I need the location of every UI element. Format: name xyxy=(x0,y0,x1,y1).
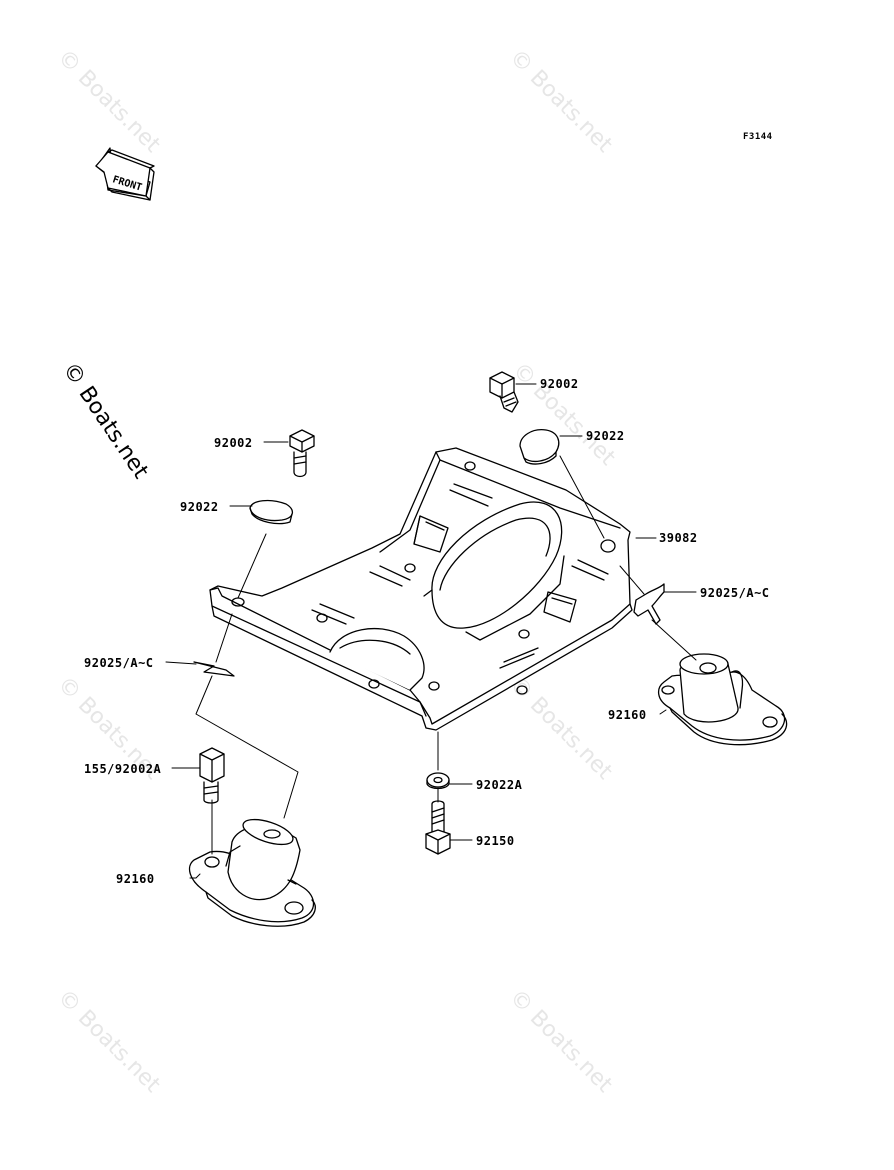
label-clip-right: 92025/A~C xyxy=(700,586,770,600)
front-arrow-icon xyxy=(95,147,155,201)
label-washer-left: 92022 xyxy=(180,500,219,514)
label-bolt-lower-left: 155/92002A xyxy=(84,762,162,776)
clip-right xyxy=(633,583,665,625)
label-mount-right: 92160 xyxy=(608,708,647,722)
bolt-left xyxy=(289,429,315,478)
rubber-mount-right xyxy=(658,653,788,746)
washer-left xyxy=(249,499,293,525)
clip-left xyxy=(193,661,235,677)
label-bolt-left: 92002 xyxy=(214,436,253,450)
washer-top-right xyxy=(519,429,560,465)
label-frame: 39082 xyxy=(659,531,698,545)
assembly-lines xyxy=(195,455,697,855)
figure-id: F3144 xyxy=(743,132,773,142)
label-washer-bottom: 92022A xyxy=(476,778,523,792)
bolt-bottom xyxy=(425,800,451,855)
engine-mount-frame xyxy=(209,447,633,731)
washer-bottom xyxy=(426,772,450,790)
bolt-lower-left xyxy=(199,747,225,804)
label-washer-top-right: 92022 xyxy=(586,429,625,443)
bolt-top-right xyxy=(489,371,519,413)
label-bolt-top-right: 92002 xyxy=(540,377,579,391)
leader-lines xyxy=(165,383,697,879)
rubber-mount-left xyxy=(188,818,316,927)
label-clip-left: 92025/A~C xyxy=(84,656,154,670)
label-mount-left: 92160 xyxy=(116,872,155,886)
label-bolt-bottom: 92150 xyxy=(476,834,515,848)
